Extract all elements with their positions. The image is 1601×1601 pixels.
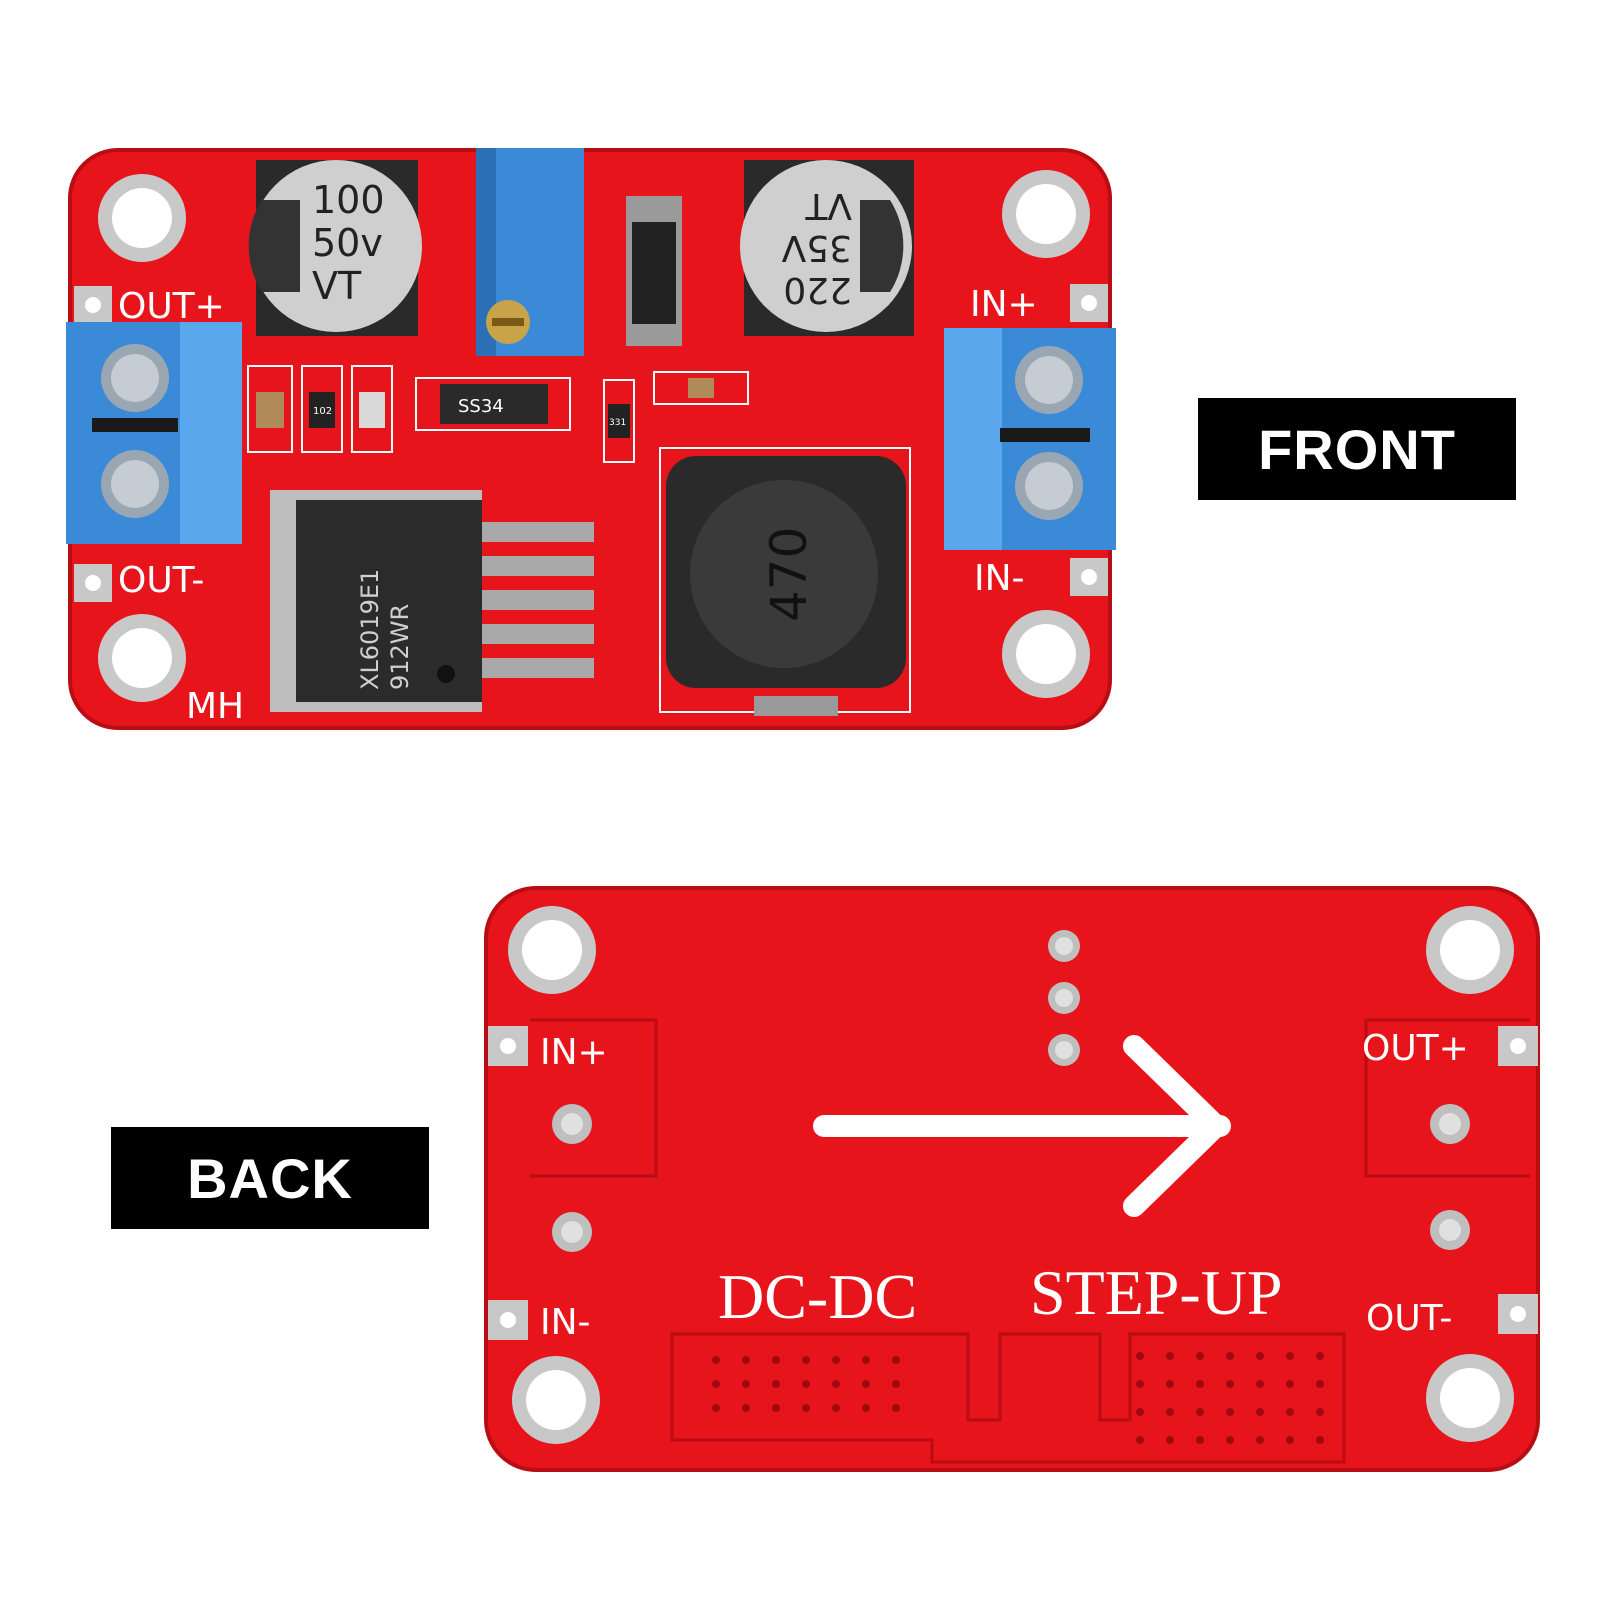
output-terminal-block — [66, 322, 242, 544]
cap2-line3: VT — [804, 185, 852, 226]
resistor-102-label: 102 — [313, 406, 332, 417]
diode-ss34-label: SS34 — [458, 396, 504, 417]
input-terminal-block — [944, 328, 1116, 550]
back-out-plus-label: OUT+ — [1362, 1028, 1469, 1069]
front-in-plus-label: IN+ — [970, 284, 1038, 325]
ic-line2: 912WR — [386, 604, 414, 690]
smd-components: 102 SS34 331 — [247, 365, 749, 463]
front-board: 100 50v VT 220 35V VT — [66, 148, 1116, 730]
front-label: FRONT — [1198, 398, 1516, 500]
cap1-line1: 100 — [312, 178, 385, 222]
back-in-minus-label: IN- — [540, 1302, 591, 1343]
diode-m7 — [626, 196, 682, 346]
cap2-line2: 35V — [781, 227, 852, 268]
front-in-minus-label: IN- — [974, 558, 1025, 599]
capacitor-100uf: 100 50v VT — [248, 160, 422, 336]
trimmer-potentiometer — [476, 148, 584, 356]
cap1-line2: 50v — [312, 221, 383, 265]
back-out-minus-label: OUT- — [1366, 1298, 1452, 1339]
inductor-470: 470 — [659, 447, 911, 716]
resistor-331-label: 331 — [609, 418, 626, 428]
front-out-minus-label: OUT- — [118, 560, 204, 601]
back-board: IN+ IN- OUT+ OUT- DC-DC STEP-UP — [484, 886, 1540, 1472]
front-brand-label: MH — [186, 686, 244, 727]
capacitor-220uf: 220 35V VT — [740, 160, 914, 336]
inductor-label: 470 — [760, 527, 818, 622]
ic-line1: XL6019E1 — [356, 569, 384, 690]
mounting-holes — [98, 170, 1090, 702]
direction-arrow — [813, 1035, 1231, 1217]
cap1-line3: VT — [312, 264, 362, 308]
cap2-line1: 220 — [783, 269, 852, 310]
back-label: BACK — [111, 1127, 429, 1229]
front-out-plus-label: OUT+ — [118, 286, 225, 327]
back-in-plus-label: IN+ — [540, 1032, 608, 1073]
xl6019-ic: XL6019E1 912WR — [270, 490, 594, 712]
back-mounting-holes — [508, 906, 1514, 1444]
via-dots — [712, 1352, 1324, 1444]
back-title-step-up: STEP-UP — [1030, 1257, 1283, 1328]
back-title-dc-dc: DC-DC — [718, 1261, 917, 1332]
